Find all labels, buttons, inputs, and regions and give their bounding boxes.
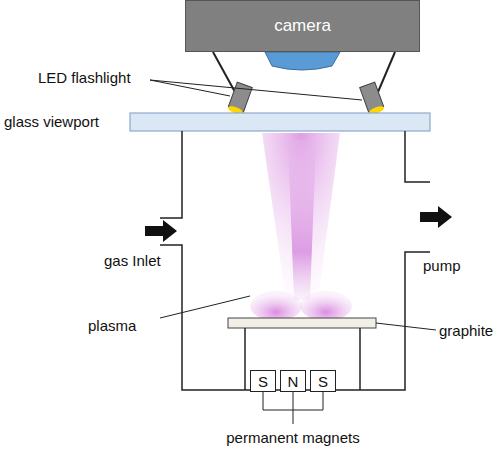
- camera-lens: [265, 52, 340, 70]
- part-label: plasma: [88, 318, 136, 335]
- leader-line: [150, 80, 362, 100]
- part-label: glass viewport: [4, 114, 99, 131]
- node-text: N: [288, 373, 299, 390]
- glass-viewport: [130, 113, 430, 131]
- part-label: permanent magnets: [226, 430, 359, 447]
- camera-body: camera: [185, 0, 420, 52]
- plasma-glow: [250, 133, 352, 321]
- chamber-wall: [160, 131, 430, 390]
- magnet-pole: S: [250, 370, 276, 392]
- part-label: graphite: [439, 323, 493, 340]
- leader-line: [160, 296, 250, 318]
- led-flashlight: [227, 82, 385, 116]
- part-label: pump: [423, 258, 461, 275]
- node-text: S: [258, 373, 268, 390]
- node-text: camera: [274, 16, 331, 36]
- node-text: S: [318, 373, 328, 390]
- part-label: gas Inlet: [104, 253, 161, 270]
- leader-line: [376, 323, 436, 330]
- graphite-plate: [228, 318, 376, 328]
- magnet-bracket: [263, 392, 323, 424]
- magnet-pole: S: [310, 370, 336, 392]
- part-label: LED flashlight: [38, 70, 131, 87]
- magnet-pole: N: [280, 370, 306, 392]
